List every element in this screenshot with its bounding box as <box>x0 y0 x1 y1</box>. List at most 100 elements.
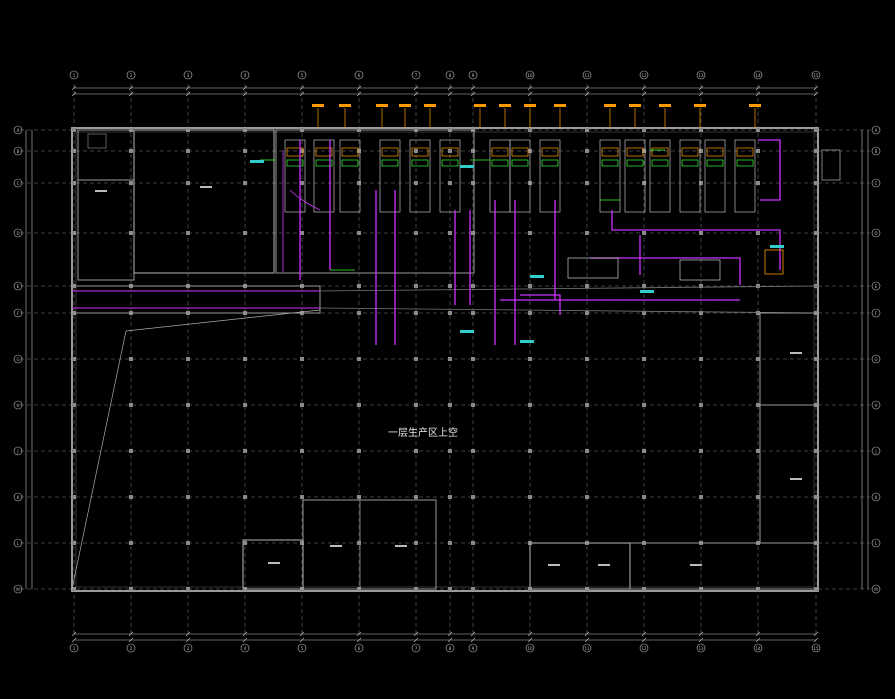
ahu-filter <box>315 159 333 167</box>
structural-column <box>585 149 589 153</box>
structural-column <box>414 149 418 153</box>
row-axis-label: K <box>875 495 878 500</box>
structural-column <box>642 181 646 185</box>
structural-column <box>129 231 133 235</box>
structural-column <box>642 357 646 361</box>
structural-column <box>471 403 475 407</box>
structural-column <box>699 149 703 153</box>
structural-column <box>756 311 760 315</box>
dimension-tick <box>641 91 647 97</box>
structural-column <box>72 149 76 153</box>
structural-column <box>814 495 818 499</box>
row-axis-bubble <box>13 354 23 364</box>
column-axis-bubble <box>354 643 364 653</box>
structural-column <box>243 403 247 407</box>
dimension-tick <box>584 91 590 97</box>
ahu-coil <box>651 147 669 157</box>
structural-column <box>814 149 818 153</box>
column-axis-label: 11 <box>584 73 590 78</box>
hvac-duct <box>758 139 781 201</box>
dimension-tick <box>470 631 476 637</box>
structural-column <box>357 403 361 407</box>
room-tag <box>95 190 107 192</box>
production-area-label: 一层生产区上空 <box>388 428 458 439</box>
column-axis-bubble <box>411 643 421 653</box>
structural-column <box>357 181 361 185</box>
stair-icon <box>821 149 841 181</box>
hvac-duct <box>375 190 396 345</box>
air-handling-unit <box>409 139 431 213</box>
ahu-filter <box>541 159 559 167</box>
structural-column <box>585 449 589 453</box>
row-axis-label: D <box>874 231 877 236</box>
air-handling-unit <box>284 139 306 213</box>
dimension-tick <box>128 637 134 643</box>
structural-column <box>756 149 760 153</box>
column-axis-label: 14 <box>755 73 761 78</box>
structural-column <box>471 541 475 545</box>
structural-column <box>756 357 760 361</box>
dimension-tick <box>299 91 305 97</box>
column-axis-label: 8 <box>449 73 452 78</box>
diagonal-line <box>71 330 127 590</box>
row-axis-bubble <box>13 146 23 156</box>
structural-column <box>448 311 452 315</box>
column-axis-label: 2 <box>130 646 133 651</box>
dimension-tick <box>185 85 191 91</box>
column-axis-bubble <box>445 643 455 653</box>
dimension-tick <box>698 631 704 637</box>
row-axis-bubble <box>13 178 23 188</box>
structural-column <box>814 231 818 235</box>
column-axis-label: 1 <box>73 73 76 78</box>
structural-column <box>448 587 452 591</box>
structural-column <box>471 181 475 185</box>
structural-column <box>414 231 418 235</box>
row-axis-bubble <box>871 146 881 156</box>
equipment-tag <box>659 104 671 107</box>
structural-column <box>72 181 76 185</box>
structural-column <box>528 311 532 315</box>
structural-column <box>186 403 190 407</box>
ahu-filter <box>441 159 459 167</box>
structural-column <box>186 587 190 591</box>
row-axis-label: B <box>875 149 878 154</box>
axis-grid-layer <box>20 84 870 643</box>
column-axis-bubble <box>468 643 478 653</box>
ahu-filter <box>341 159 359 167</box>
ahu-coil <box>511 147 529 157</box>
annotation-tag <box>460 330 474 333</box>
dimension-tick <box>242 631 248 637</box>
dimension-tick <box>71 631 77 637</box>
structural-column <box>129 495 133 499</box>
structural-column <box>642 403 646 407</box>
air-handling-unit <box>509 139 531 213</box>
dimension-tick <box>470 85 476 91</box>
dimension-tick <box>527 631 533 637</box>
dimension-tick <box>185 637 191 643</box>
equipment-tag <box>629 104 641 107</box>
row-axis-label: J <box>874 449 876 454</box>
ceiling-line <box>319 285 819 292</box>
room-bottom <box>302 499 437 590</box>
dimension-tick <box>299 631 305 637</box>
structural-column <box>357 541 361 545</box>
structural-column <box>414 357 418 361</box>
structural-column <box>471 357 475 361</box>
equipment-tag <box>474 104 486 107</box>
column-axis-bubble <box>525 70 535 80</box>
dimension-tick <box>527 85 533 91</box>
structural-column <box>186 181 190 185</box>
dimension-tick <box>447 637 453 643</box>
air-handling-unit <box>734 139 756 213</box>
structural-column <box>129 449 133 453</box>
ahu-filter <box>381 159 399 167</box>
structural-column <box>756 495 760 499</box>
structural-column <box>300 149 304 153</box>
structural-column <box>642 128 646 132</box>
row-axis-label: H <box>16 403 19 408</box>
structural-column <box>471 311 475 315</box>
equipment-tag <box>524 104 536 107</box>
structural-column <box>448 541 452 545</box>
equipment-tag <box>499 104 511 107</box>
equipment-tag <box>604 104 616 107</box>
